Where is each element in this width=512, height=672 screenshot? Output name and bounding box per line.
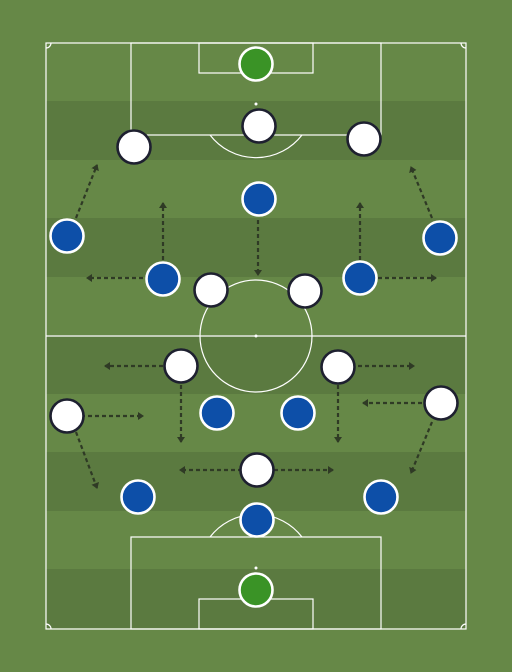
player-blue-att-4: [342, 260, 378, 296]
movement-arrow: [74, 164, 99, 219]
players: [49, 46, 459, 608]
corner-arc: [45, 623, 52, 630]
movement-arrow: [409, 421, 434, 474]
player-blue-mid-1: [199, 395, 235, 431]
player-blue-def-2: [239, 502, 275, 538]
player-white-def-2: [241, 108, 277, 144]
player-marker: [363, 479, 399, 515]
player-marker: [320, 349, 356, 385]
player-blue-att-5: [422, 220, 458, 256]
player-marker: [238, 572, 274, 608]
player-marker: [49, 218, 85, 254]
center-circle: [199, 279, 313, 393]
player-marker: [49, 398, 85, 434]
player-marker: [241, 108, 277, 144]
movement-arrow: [409, 166, 434, 219]
grass-stripe: [46, 218, 466, 277]
player-white-def-1: [116, 129, 152, 165]
player-blue-def-1: [120, 479, 156, 515]
player-white-def-4: [239, 452, 275, 488]
player-white-mid-3: [163, 348, 199, 384]
corner-arc: [460, 42, 467, 49]
player-gk-bottom: [238, 572, 274, 608]
center-spot: [254, 334, 258, 338]
player-marker: [145, 261, 181, 297]
player-blue-mid-2: [280, 395, 316, 431]
grass-stripe: [46, 335, 466, 394]
player-marker: [193, 272, 229, 308]
player-white-mid-4: [320, 349, 356, 385]
player-blue-att-2: [49, 218, 85, 254]
corner-arc: [460, 623, 467, 630]
player-white-mid-6: [423, 385, 459, 421]
player-marker: [199, 395, 235, 431]
movement-arrows: [74, 164, 437, 489]
corner-arc: [45, 42, 52, 49]
penalty-spot-top: [254, 102, 258, 106]
player-marker: [346, 121, 382, 157]
player-marker: [287, 273, 323, 309]
movement-arrow: [74, 431, 99, 489]
player-marker: [241, 181, 277, 217]
player-gk-top: [238, 46, 274, 82]
player-white-def-3: [346, 121, 382, 157]
player-white-mid-5: [49, 398, 85, 434]
player-marker: [120, 479, 156, 515]
penalty-spot-bottom: [254, 566, 258, 570]
player-white-mid-2: [287, 273, 323, 309]
penalty-arc-top: [209, 134, 303, 159]
player-marker: [116, 129, 152, 165]
player-marker: [342, 260, 378, 296]
player-marker: [280, 395, 316, 431]
player-marker: [423, 385, 459, 421]
player-marker: [239, 452, 275, 488]
player-blue-att-1: [241, 181, 277, 217]
player-marker: [163, 348, 199, 384]
player-marker: [422, 220, 458, 256]
player-blue-att-3: [145, 261, 181, 297]
player-marker: [238, 46, 274, 82]
player-blue-def-3: [363, 479, 399, 515]
player-marker: [239, 502, 275, 538]
player-white-mid-1: [193, 272, 229, 308]
